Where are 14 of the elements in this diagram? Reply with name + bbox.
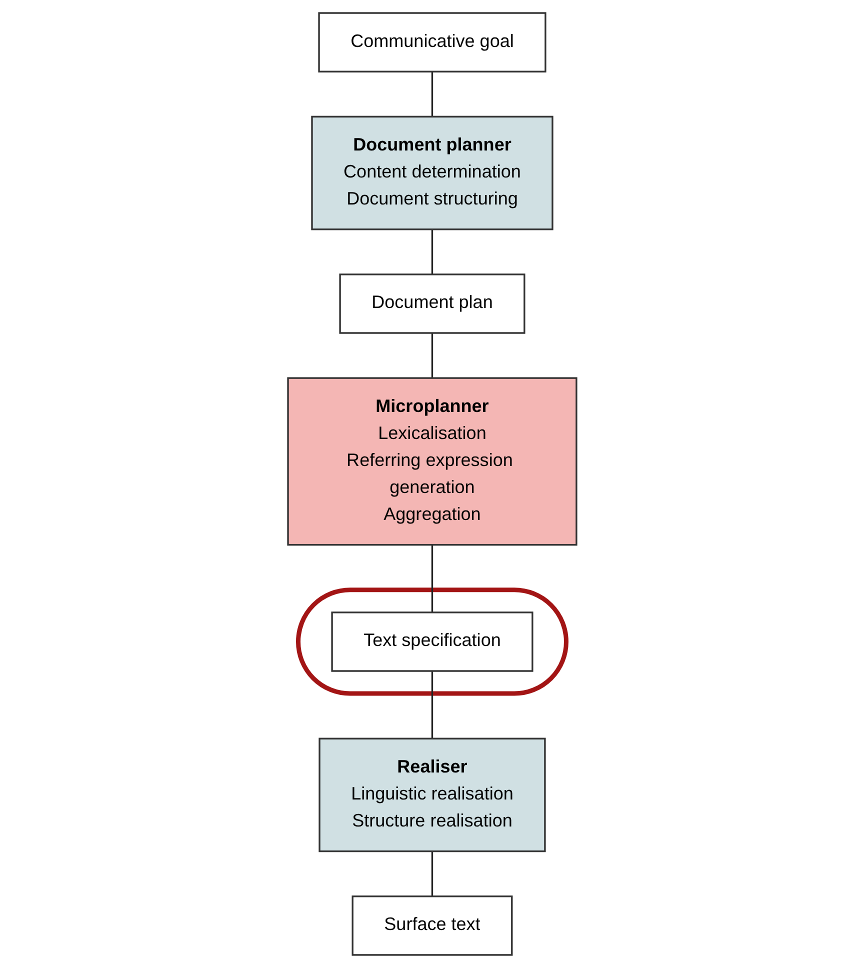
connector (431, 71, 433, 116)
node-box: Text specification (330, 611, 534, 672)
connector (431, 544, 433, 612)
node-box: Microplanner Lexicalisation Referring expression generation Aggregation (286, 376, 578, 546)
node-box: Document planner Content determination Document structuring (310, 115, 554, 230)
connector (431, 670, 433, 738)
node-box: Surface text (352, 895, 512, 956)
connector (431, 228, 433, 274)
cluster (296, 587, 568, 696)
connector (431, 850, 433, 896)
node-box: Communicative goal (318, 12, 546, 72)
connector (431, 332, 433, 378)
node-box: Realiser Linguistic realisation Structure realisation (318, 737, 546, 852)
node-box: Document plan (338, 273, 526, 334)
